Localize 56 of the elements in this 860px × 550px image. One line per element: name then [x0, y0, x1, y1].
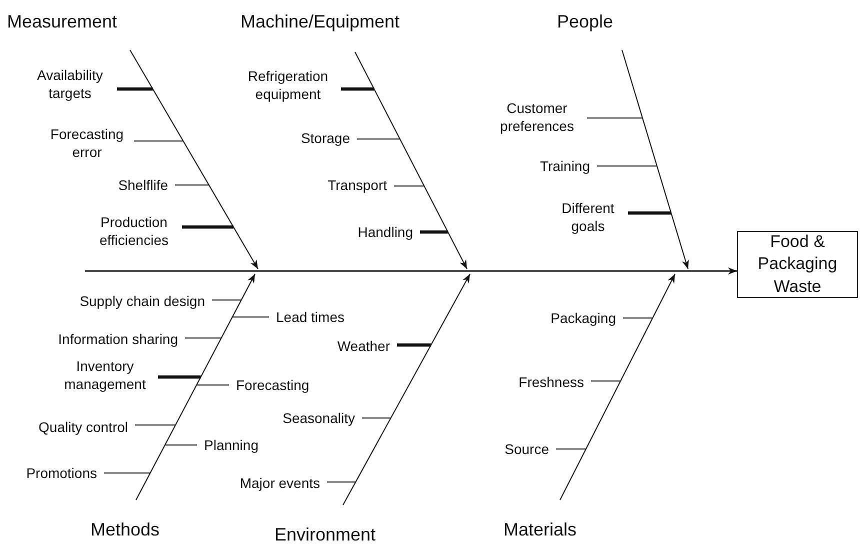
cause-label: Major events	[240, 474, 320, 492]
cause-label: Source	[504, 440, 549, 458]
cause-label: Handling	[358, 222, 413, 242]
leader-line	[158, 375, 201, 379]
cause-label: Production efficiencies	[93, 212, 175, 250]
leader-line	[196, 384, 230, 386]
category-label: People	[556, 10, 614, 34]
spine-arrow	[85, 267, 737, 275]
leader-line	[420, 230, 448, 234]
leader-line	[232, 316, 270, 318]
cause-label: Planning	[204, 436, 258, 454]
leader-line	[590, 380, 622, 382]
cause-label: Packaging	[550, 308, 616, 328]
cause-label: Quality control	[38, 418, 128, 436]
leader-line	[174, 184, 210, 186]
cause-label: Information sharing	[58, 330, 178, 348]
category-label: Measurement	[6, 10, 118, 34]
cause-label: Supply chain design	[80, 292, 205, 310]
cause-label: Customer preferences	[494, 98, 580, 136]
effect-box: Food & Packaging Waste	[737, 231, 858, 298]
bone-arrow	[622, 50, 689, 270]
cause-label: Freshness	[518, 372, 584, 392]
category-label: Environment	[274, 523, 376, 547]
bone-arrow	[354, 52, 468, 270]
cause-label: Availability targets	[30, 66, 110, 102]
bone-arrow	[130, 50, 258, 270]
leader-line	[356, 138, 400, 140]
category-label: Materials	[503, 518, 577, 542]
leader-line	[134, 424, 176, 426]
bone-arrow	[560, 274, 676, 500]
leader-line	[164, 444, 198, 446]
category-label: Machine/Equipment	[240, 10, 400, 34]
cause-label: Training	[540, 156, 590, 176]
leader-line	[117, 87, 153, 91]
bone-arrow	[342, 274, 470, 506]
cause-label: Refrigeration equipment	[242, 66, 334, 104]
cause-label: Shelflife	[118, 176, 168, 194]
category-label: Methods	[90, 518, 160, 542]
leader-line	[397, 343, 431, 347]
bone-arrow	[136, 274, 256, 500]
leader-line	[104, 472, 151, 474]
cause-label: Weather	[337, 336, 390, 356]
leader-line	[134, 140, 184, 142]
cause-label: Seasonality	[282, 408, 355, 428]
cause-label: Promotions	[26, 464, 97, 482]
cause-label: Inventory management	[59, 356, 151, 394]
cause-label: Forecasting error	[47, 124, 127, 162]
leader-line	[628, 211, 672, 215]
cause-label: Different goals	[555, 198, 621, 236]
leader-line	[556, 448, 586, 450]
leader-line	[182, 225, 234, 229]
leader-line	[341, 87, 374, 91]
cause-label: Transport	[328, 176, 387, 194]
cause-label: Forecasting	[236, 376, 310, 394]
cause-label: Storage	[300, 128, 350, 148]
cause-label: Lead times	[276, 308, 344, 326]
